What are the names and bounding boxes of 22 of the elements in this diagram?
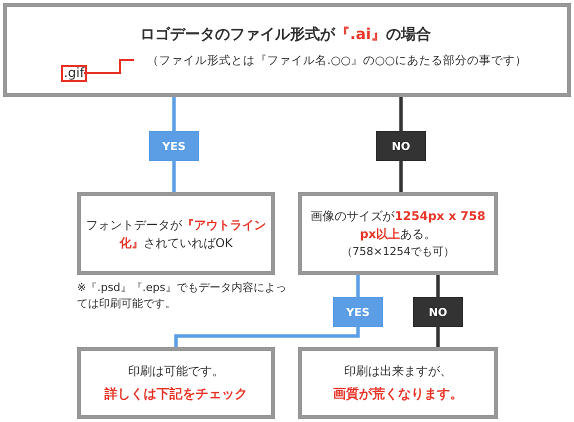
box-text: （758×1254でも可） bbox=[341, 244, 455, 260]
process-box bbox=[77, 192, 275, 275]
box-text: 画質が荒くなります。 bbox=[333, 386, 463, 404]
file-extension: .gif bbox=[61, 65, 87, 82]
edge-label: YES bbox=[333, 297, 383, 327]
box-text: 印刷は出来ますが、 bbox=[344, 363, 452, 380]
edge-label: NO bbox=[376, 131, 426, 161]
box-text: フォントデータが『アウトライン化』されていればOK bbox=[85, 216, 267, 252]
box-text: 詳しくは下記をチェック bbox=[104, 386, 248, 404]
process-box bbox=[298, 192, 498, 275]
header-box bbox=[3, 3, 571, 97]
process-box bbox=[298, 347, 498, 419]
box-text: 画像のサイズが1254px x 758 px以上ある。 bbox=[310, 208, 486, 242]
edge-label: NO bbox=[413, 297, 463, 327]
edge-label: YES bbox=[149, 131, 199, 161]
leader-line bbox=[84, 59, 134, 74]
process-box bbox=[77, 347, 275, 419]
box-text: 印刷は可能です。 bbox=[128, 363, 224, 380]
side-note: ※『.psd』『.eps』でもデータ内容によっては印刷可能です。 bbox=[77, 280, 287, 312]
note-text: （ファイル形式とは『ファイル名.○○』の○○にあたる部分の事です） bbox=[137, 51, 537, 69]
heading: ロゴデータのファイル形式が『.ai』の場合 bbox=[140, 25, 431, 44]
connector-line bbox=[174, 275, 360, 347]
